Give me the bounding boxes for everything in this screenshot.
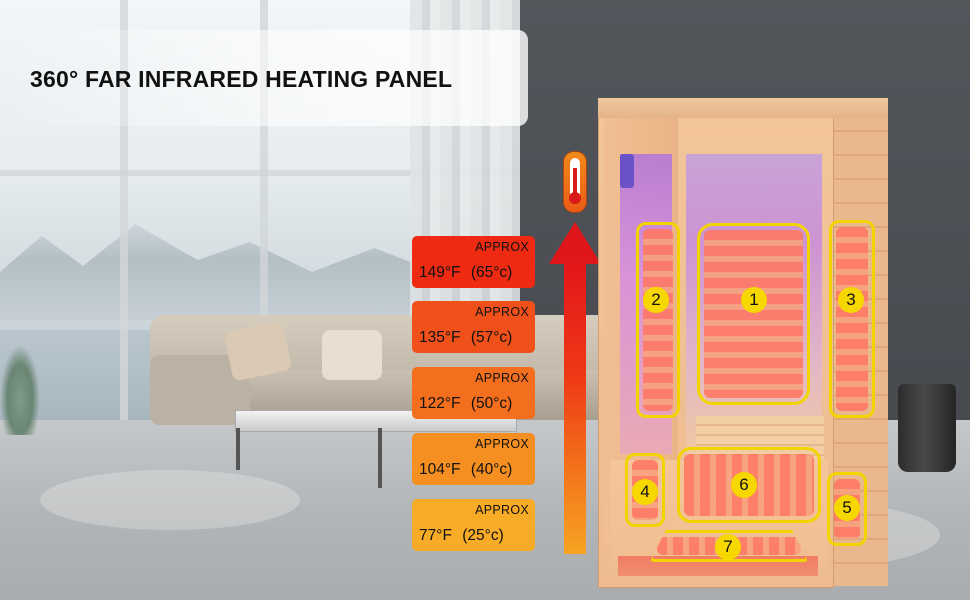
temp-box-3: APPROX 122°F (50°c): [412, 367, 535, 419]
temp-box-1: APPROX 149°F (65°c): [412, 236, 535, 288]
control-panel: [620, 154, 634, 188]
side-bin: [898, 384, 956, 472]
heating-panel-1: [697, 223, 810, 405]
temp-box-2: APPROX 135°F (57°c): [412, 301, 535, 353]
approx-label: APPROX: [475, 503, 529, 517]
panel-number-badge: 7: [715, 534, 741, 560]
approx-label: APPROX: [475, 371, 529, 385]
approx-label: APPROX: [475, 305, 529, 319]
approx-label: APPROX: [475, 240, 529, 254]
rug-texture: [40, 470, 300, 530]
up-arrow-shaft: [564, 262, 586, 554]
panel-number-badge: 6: [731, 472, 757, 498]
heating-panel-2: [636, 222, 680, 418]
heating-panel-3: [829, 220, 875, 418]
approx-label: APPROX: [475, 437, 529, 451]
table-leg: [378, 428, 382, 488]
temp-value: 135°F (57°c): [419, 329, 513, 346]
temp-box-5: APPROX 77°F (25°c): [412, 499, 535, 551]
thermometer-icon: [563, 151, 587, 213]
temp-value: 77°F (25°c): [419, 527, 504, 544]
window-frame: [120, 0, 128, 430]
panel-number-badge: 2: [643, 287, 669, 313]
window-frame: [0, 170, 520, 176]
window-frame: [260, 0, 268, 430]
temp-value: 122°F (50°c): [419, 395, 513, 412]
sauna-roof: [598, 98, 888, 118]
panel-number-badge: 1: [741, 287, 767, 313]
temp-value: 149°F (65°c): [419, 264, 513, 281]
heating-panel-6: [677, 447, 821, 523]
page-title: 360° FAR INFRARED HEATING PANEL: [30, 66, 453, 92]
panel-number-badge: 3: [838, 287, 864, 313]
title-banner: [0, 30, 528, 126]
pillow: [322, 330, 382, 380]
table-leg: [236, 428, 240, 470]
plant: [0, 345, 40, 435]
temp-value: 104°F (40°c): [419, 461, 513, 478]
temp-box-4: APPROX 104°F (40°c): [412, 433, 535, 485]
panel-number-badge: 4: [632, 479, 658, 505]
up-arrow-icon: [549, 222, 601, 264]
panel-number-badge: 5: [834, 495, 860, 521]
sauna-bench: [696, 416, 824, 460]
